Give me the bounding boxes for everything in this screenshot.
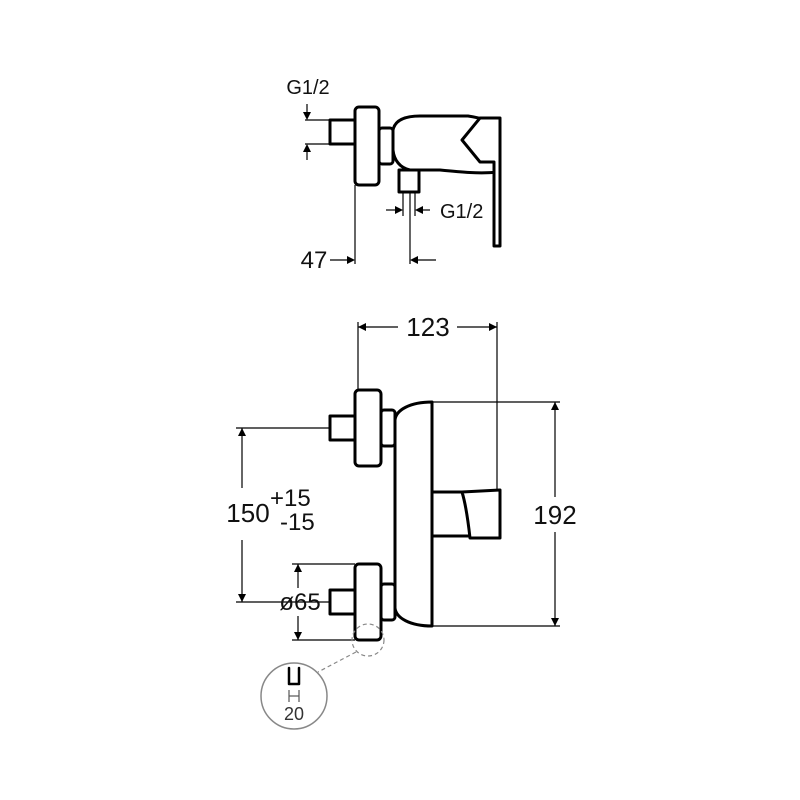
top-handle [460,116,502,248]
detail-callout: 20 [260,623,385,730]
top-view: G1/2 G1/2 47 [286,77,502,274]
detail-slot-profile [287,666,301,686]
center-distance-label: 150 [226,498,269,528]
lower-inlet-stub [328,588,357,616]
inlet-thread-label: G1/2 [286,77,329,99]
top-hex-nut [377,126,395,166]
tolerance-plus: +15 [270,485,311,512]
top-outlet-stub [397,168,421,194]
top-flange [353,105,381,187]
detail-value-label: 20 [284,704,304,724]
lower-flange [353,562,383,642]
top-inlet-stub [328,118,357,146]
flange-diameter-label: ø65 [279,589,320,616]
detail-reference-circle [351,623,385,657]
upper-flange [353,388,383,468]
upper-inlet-stub [328,414,357,442]
outlet-thread-label: G1/2 [440,201,483,223]
tolerance-minus: -15 [280,509,315,536]
detail-leader-line [317,651,357,673]
front-mixer-body [393,400,434,628]
lower-hex-nut [379,582,397,622]
front-lever [460,488,502,540]
front-view: 123 192 150 +15 -15 ø65 [226,312,577,642]
width-label: 123 [406,312,449,342]
projection-label: 47 [301,247,328,274]
height-label: 192 [533,500,576,530]
upper-hex-nut [379,408,397,448]
